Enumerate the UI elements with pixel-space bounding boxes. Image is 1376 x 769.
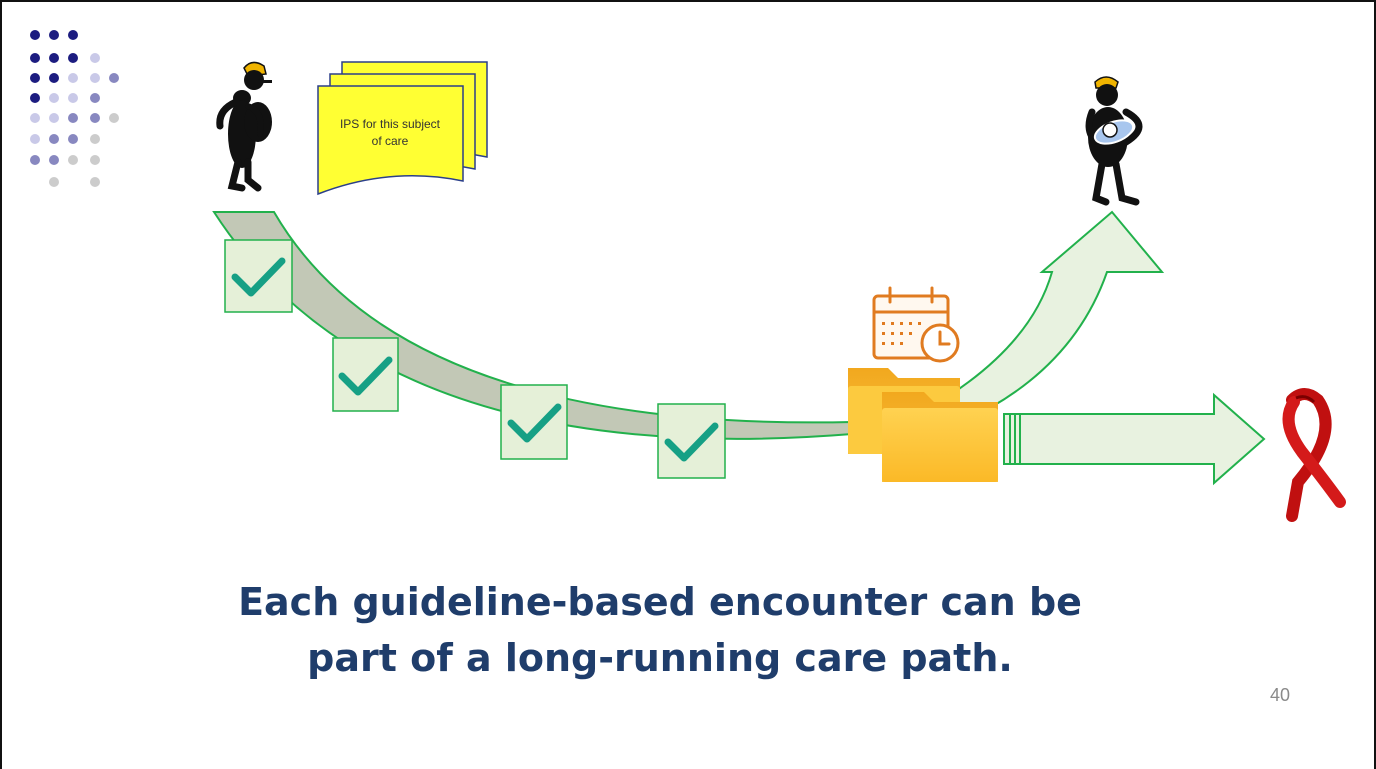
caption-line-2: part of a long-running care path.	[307, 636, 1013, 680]
checkmark-icon	[500, 384, 568, 460]
slide-caption: Each guideline-based encounter can be pa…	[190, 574, 1130, 686]
checkmark-icon	[224, 239, 293, 313]
straight-arrow-right	[1003, 392, 1266, 486]
mother-with-baby-figure	[1085, 76, 1143, 206]
caption-line-1: Each guideline-based encounter can be	[238, 580, 1082, 624]
patient-summary-documents: IPS for this subject of care	[317, 61, 488, 196]
document-label-line2: of care	[372, 134, 409, 148]
page-number: 40	[1270, 685, 1291, 705]
folder-icon	[882, 392, 998, 482]
decorative-dot-grid	[30, 30, 119, 187]
document-label-line1: IPS for this subject	[340, 117, 441, 131]
checkmark-icon	[332, 337, 399, 412]
awareness-ribbon-icon	[1282, 388, 1346, 522]
calendar-clock-icon	[872, 286, 960, 363]
pregnant-woman-figure	[216, 61, 272, 192]
curved-arrow-up	[945, 210, 1165, 424]
checkmark-icon	[657, 403, 726, 479]
